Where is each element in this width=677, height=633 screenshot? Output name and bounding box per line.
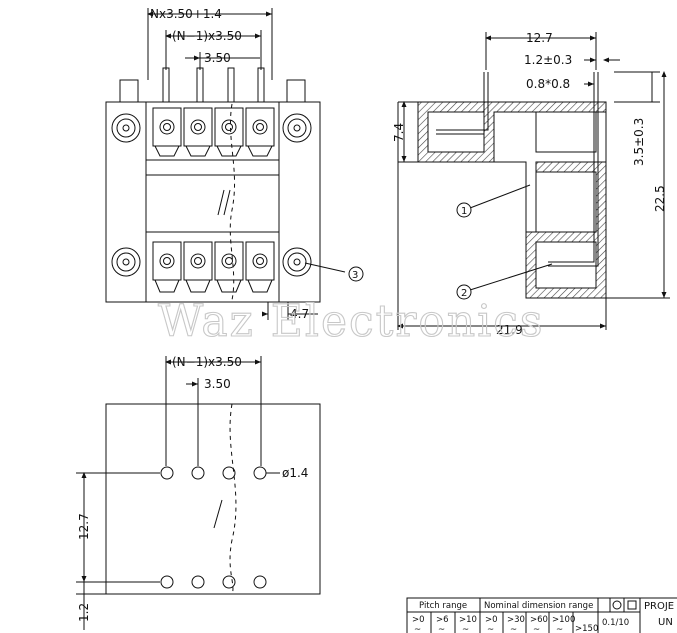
tb-projection: PROJE — [644, 601, 674, 612]
watermark: Waz Electronics — [158, 296, 545, 347]
tb-tilde-7: ~ — [556, 625, 563, 633]
tb-nominal-2: >30 — [507, 615, 525, 625]
dim-pitch-top: 3.50 — [204, 51, 231, 65]
dim-pitch-bottom: 3.50 — [204, 377, 231, 391]
tb-nominal-1: >0 — [485, 615, 498, 625]
tb-tilde-4: ~ — [487, 625, 494, 633]
dim-pitch-span-bottom: (N−1)x3.50 — [172, 355, 242, 369]
tb-pitch-1: >0 — [412, 615, 425, 625]
dim-pin-offset: 1.2±0.3 — [524, 53, 572, 67]
title-block — [406, 597, 677, 633]
tb-tilde-6: ~ — [533, 625, 540, 633]
tb-units: UN — [658, 617, 673, 628]
dim-row-spacing: 12.7 — [77, 513, 91, 540]
tb-tolerance: 0.1/10 — [602, 618, 629, 628]
dim-edge-offset: 1.2 — [77, 603, 91, 622]
tb-tilde-2: ~ — [438, 625, 445, 633]
callout-2: 2 — [461, 288, 467, 299]
front-view — [105, 8, 364, 320]
side-view — [397, 32, 670, 330]
tb-pitch-3: >10 — [459, 615, 477, 625]
tb-nominal-5: >150 — [575, 624, 598, 633]
dim-overall-height: 22.5 — [653, 185, 667, 212]
dim-overall-width: Nx3.50+1.4 — [150, 7, 222, 21]
tb-nominal-range: Nominal dimension range — [484, 601, 593, 611]
tb-pitch-2: >6 — [436, 615, 449, 625]
tb-nominal-4: >100 — [552, 615, 575, 625]
tb-nominal-3: >60 — [530, 615, 548, 625]
dim-base-offset: 4.7 — [290, 307, 309, 321]
dim-pin-section: 0.8*0.8 — [526, 77, 570, 91]
dim-side-depth: 21.9 — [496, 323, 523, 337]
dim-hole-diameter: ø1.4 — [282, 466, 308, 480]
callout-1: 1 — [461, 206, 467, 217]
dim-pin-height: 3.5±0.3 — [632, 118, 646, 166]
tb-tilde-1: ~ — [414, 625, 421, 633]
callout-3: 3 — [352, 270, 358, 281]
dim-side-width: 12.7 — [526, 31, 553, 45]
dim-left-height: 7.4 — [392, 123, 406, 142]
dim-pitch-span-top: (N−1)x3.50 — [172, 29, 242, 43]
tb-tilde-3: ~ — [462, 625, 469, 633]
tb-pitch-range: Pitch range — [419, 601, 467, 611]
pcb-layout — [76, 356, 321, 630]
tb-tilde-5: ~ — [510, 625, 517, 633]
